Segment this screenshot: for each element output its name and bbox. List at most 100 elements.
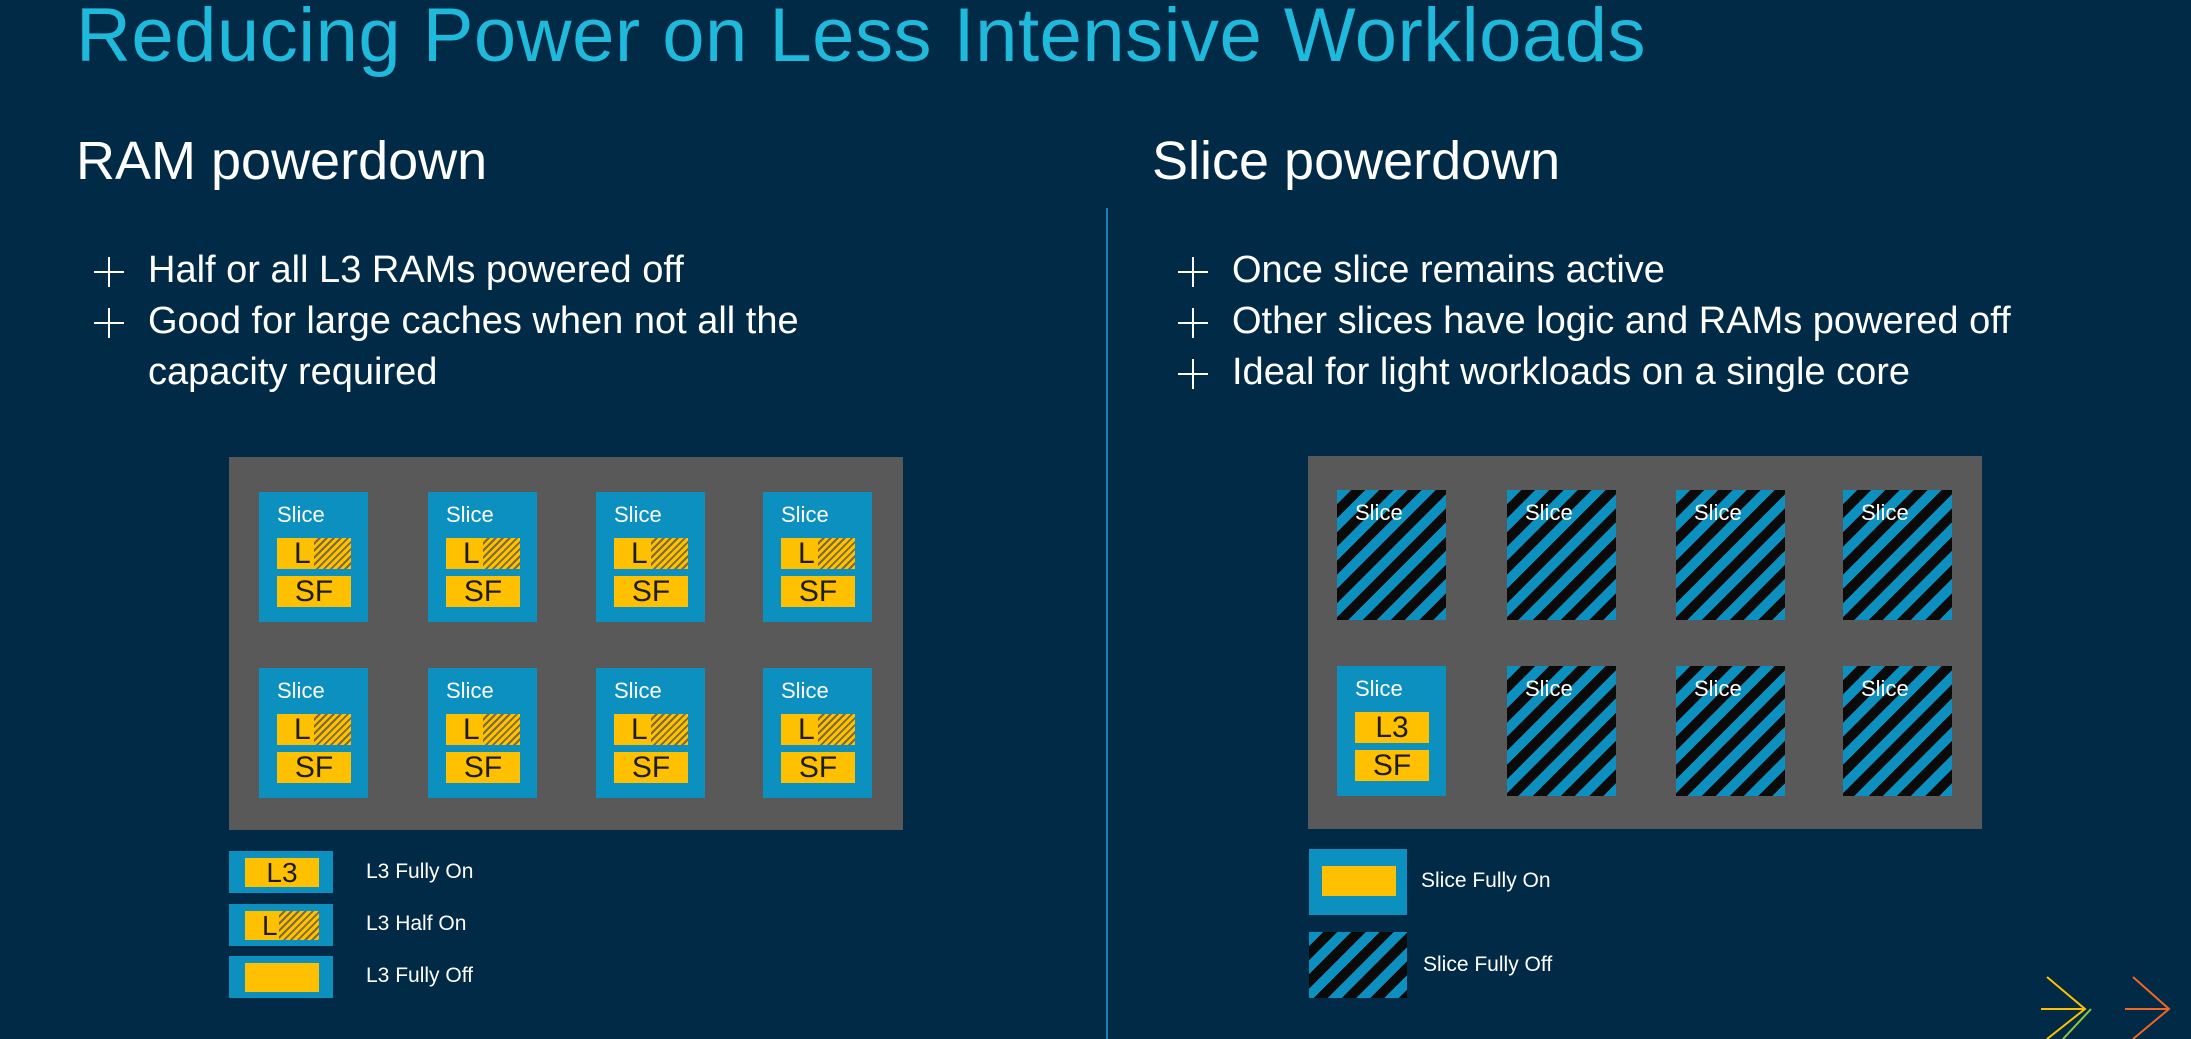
bullet-item: Good for large caches when not all the c…: [76, 296, 876, 398]
l3-half-on-box: L: [614, 714, 688, 745]
slice-label: Slice: [781, 678, 829, 703]
column-divider: [1106, 208, 1108, 1039]
legend-swatch-l3-on: L3: [229, 851, 333, 893]
bullet-item: Once slice remains active: [1160, 245, 2160, 296]
legend-label: Slice Fully Off: [1423, 953, 1553, 976]
l3-letter: L: [798, 538, 815, 569]
l3-half-on-box: L: [446, 714, 520, 745]
l3-half-on-box: L: [277, 714, 351, 745]
l3-box: L3: [1355, 712, 1429, 743]
slice-label: Slice: [614, 502, 662, 527]
legend-label: Slice Fully On: [1421, 869, 1551, 892]
hatch-pattern-icon: [651, 538, 688, 569]
bullet-text: Ideal for light workloads on a single co…: [1232, 351, 1911, 393]
bullet-text: Other slices have logic and RAMs powered…: [1232, 300, 2011, 342]
sf-box: SF: [781, 576, 855, 607]
hatch-pattern-icon: [314, 714, 351, 745]
sf-box: SF: [277, 576, 351, 607]
legend-l3-half-box: L: [245, 911, 319, 940]
hatch-pattern-icon: [314, 538, 351, 569]
slice-label: Slice: [446, 678, 494, 703]
powered-off-slice-block: Slice: [1507, 490, 1616, 620]
corner-arrows-icon: [2041, 976, 2171, 1039]
slice-label: Slice: [614, 678, 662, 703]
powered-off-slice-block: Slice: [1676, 666, 1785, 796]
legend-swatch-l3-off: [229, 956, 333, 998]
l3-letter: L: [463, 714, 480, 745]
l3-letter: L: [294, 714, 311, 745]
hatch-pattern-icon: [279, 911, 319, 940]
sf-box: SF: [277, 752, 351, 783]
legend-l3-box: L3: [245, 858, 319, 887]
l3-letter: L: [463, 538, 480, 569]
bullet-text: Once slice remains active: [1232, 249, 1665, 291]
powered-off-slice-block: Slice: [1843, 666, 1952, 796]
powered-off-slice-block: Slice: [1676, 490, 1785, 620]
cross-bullet-icon: [1178, 359, 1208, 389]
l3-letter: L: [631, 538, 648, 569]
hatch-pattern-icon: [483, 538, 520, 569]
slice-label: Slice: [1694, 500, 1742, 525]
legend-on-box: [1322, 866, 1396, 896]
l3-letter: L: [631, 714, 648, 745]
cross-bullet-icon: [94, 308, 124, 338]
l3-half-on-box: L: [277, 538, 351, 569]
hatch-pattern-icon: [651, 714, 688, 745]
powered-off-slice-block: Slice: [1843, 490, 1952, 620]
slice-label: Slice: [1525, 500, 1573, 525]
slice-label: Slice: [1861, 500, 1909, 525]
bullet-item: Other slices have logic and RAMs powered…: [1160, 296, 2160, 347]
l3-letter: L: [294, 538, 311, 569]
slice-label: Slice: [1525, 676, 1573, 701]
powered-off-slice-block: Slice: [1337, 490, 1446, 620]
legend-swatch-slice-on: [1309, 849, 1407, 915]
bullet-text: Half or all L3 RAMs powered off: [148, 249, 684, 291]
l3-half-on-box: L: [614, 538, 688, 569]
slice-powerdown-heading: Slice powerdown: [1152, 131, 1561, 191]
cross-bullet-icon: [1178, 308, 1208, 338]
sf-box: SF: [614, 752, 688, 783]
slide-title: Reducing Power on Less Intensive Workloa…: [76, 0, 1646, 78]
ram-powerdown-bullets: Half or all L3 RAMs powered off Good for…: [76, 245, 876, 398]
sf-box: SF: [1355, 750, 1429, 781]
bullet-text: Good for large caches when not all the c…: [148, 300, 799, 393]
legend-l-letter: L: [262, 911, 278, 940]
slice-powerdown-bullets: Once slice remains active Other slices h…: [1160, 245, 2160, 398]
powered-off-slice-block: Slice: [1507, 666, 1616, 796]
sf-box: SF: [446, 576, 520, 607]
hatch-pattern-icon: [818, 538, 855, 569]
legend-swatch-slice-off: [1309, 932, 1407, 998]
legend-label: L3 Fully On: [366, 860, 474, 883]
hatch-pattern-icon: [483, 714, 520, 745]
sf-box: SF: [446, 752, 520, 783]
slice-label: Slice: [1355, 676, 1403, 701]
slice-label: Slice: [1694, 676, 1742, 701]
hatch-pattern-icon: [818, 714, 855, 745]
l3-half-on-box: L: [781, 714, 855, 745]
bullet-item: Half or all L3 RAMs powered off: [76, 245, 876, 296]
slice-label: Slice: [781, 502, 829, 527]
cross-bullet-icon: [94, 257, 124, 287]
l3-half-on-box: L: [446, 538, 520, 569]
ram-powerdown-heading: RAM powerdown: [76, 131, 488, 191]
sf-box: SF: [614, 576, 688, 607]
sf-box: SF: [781, 752, 855, 783]
bullet-item: Ideal for light workloads on a single co…: [1160, 347, 2160, 398]
slice-label: Slice: [446, 502, 494, 527]
legend-swatch-l3-half: L: [229, 904, 333, 946]
slice-label: Slice: [277, 678, 325, 703]
l3-half-on-box: L: [781, 538, 855, 569]
slice-label: Slice: [1355, 500, 1403, 525]
legend-label: L3 Fully Off: [366, 964, 473, 987]
slice-label: Slice: [277, 502, 325, 527]
